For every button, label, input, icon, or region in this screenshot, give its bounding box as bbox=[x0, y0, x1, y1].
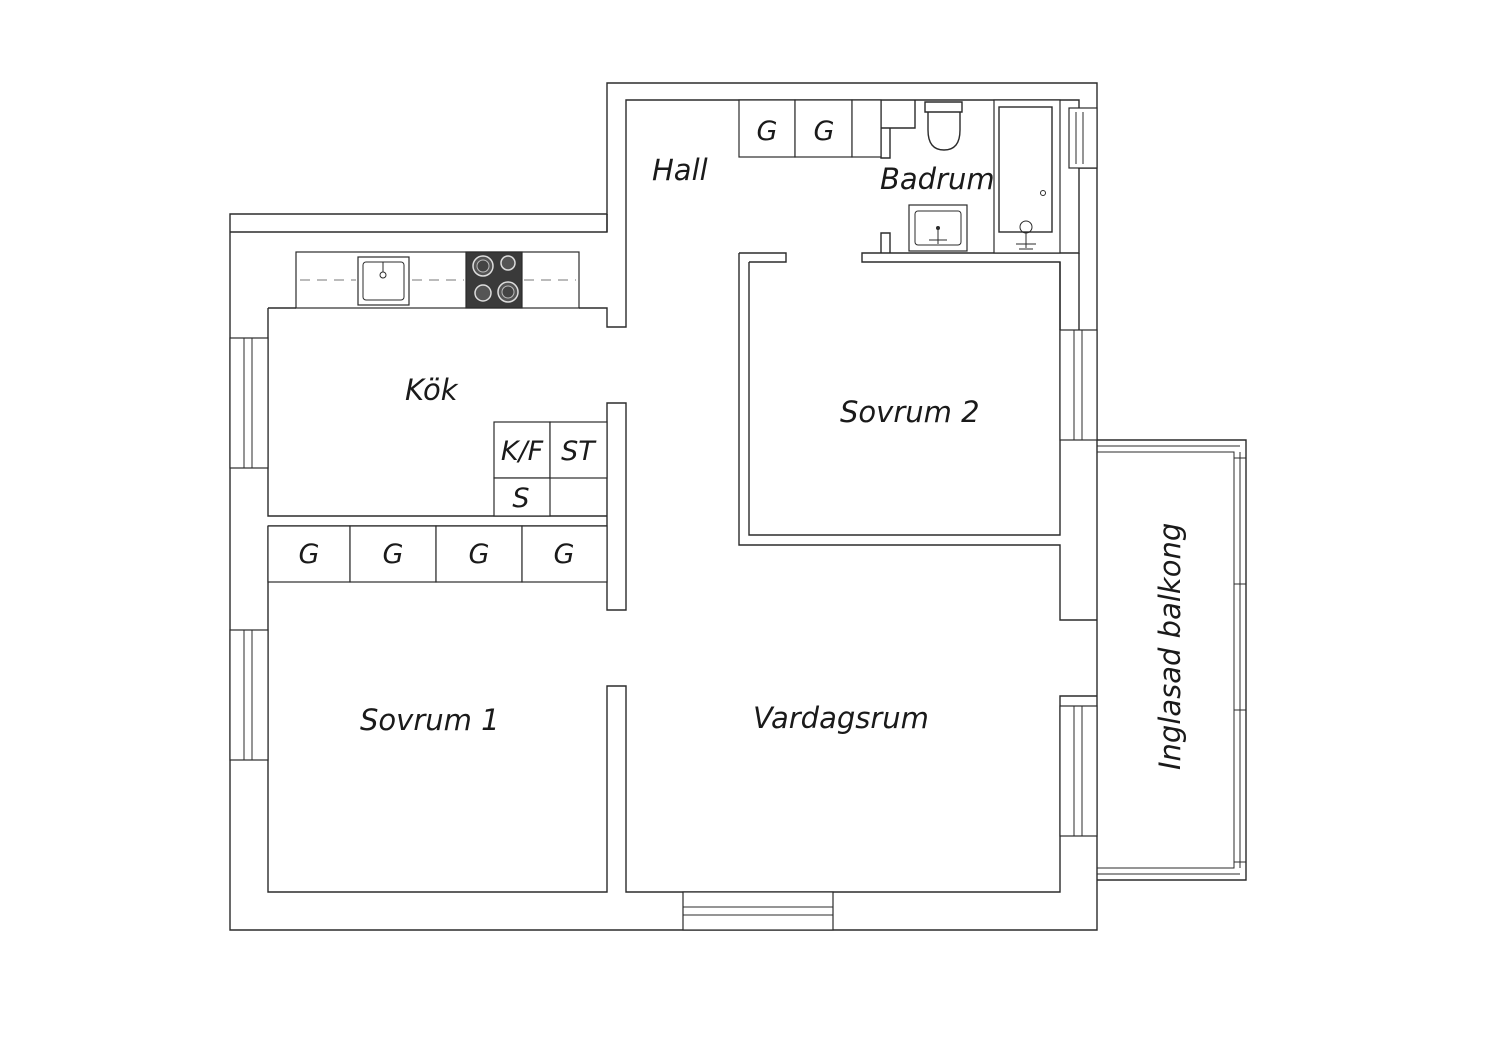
window-badrum bbox=[1068, 107, 1098, 169]
room-label-hall: Hall bbox=[652, 153, 708, 187]
cabinet-label-hall-g2: G bbox=[814, 116, 835, 147]
room-label-kok: Kök bbox=[405, 373, 459, 407]
kitchen-counter bbox=[295, 251, 580, 309]
room-label-sovrum2: Sovrum 2 bbox=[840, 395, 980, 429]
outer-wall bbox=[229, 82, 1098, 931]
room-label-sovrum1: Sovrum 1 bbox=[360, 703, 500, 737]
room-label-vardagsrum: Vardagsrum bbox=[753, 701, 929, 735]
cabinet-label-g2: G bbox=[383, 539, 404, 570]
washbasin-icon bbox=[908, 204, 968, 252]
hall-wardrobes bbox=[738, 99, 882, 158]
toilet-icon bbox=[924, 101, 963, 151]
window-kitchen bbox=[229, 337, 269, 469]
kitchen-corridor-wall bbox=[606, 402, 627, 611]
cabinet-label-st: ST bbox=[561, 436, 597, 467]
cabinet-label-s: S bbox=[512, 483, 529, 514]
kitchen-sink-icon bbox=[357, 256, 410, 306]
bathtub-icon bbox=[993, 99, 1061, 254]
wardrobe-row bbox=[267, 525, 608, 583]
cabinet-label-g1: G bbox=[299, 539, 320, 570]
window-sovrum1 bbox=[229, 629, 269, 761]
window-vardagsrum-bottom bbox=[682, 891, 834, 931]
cabinet-label-g4: G bbox=[554, 539, 575, 570]
room-label-balkong: Inglasad balkong bbox=[1153, 523, 1187, 770]
kitchen-top-wall bbox=[230, 214, 608, 233]
stove-icon bbox=[465, 251, 523, 309]
window-vardagsrum-right bbox=[1059, 705, 1098, 837]
balcony bbox=[1097, 439, 1247, 881]
sovrum2-right-wall bbox=[1059, 253, 1080, 330]
window-sovrum2 bbox=[1059, 329, 1098, 441]
kitchen-appliance-block bbox=[493, 421, 608, 517]
cabinet-label-hall-g1: G bbox=[757, 116, 778, 147]
room-label-badrum: Badrum bbox=[880, 162, 995, 196]
cabinet-label-g3: G bbox=[469, 539, 490, 570]
cabinet-label-kf: K/F bbox=[501, 436, 544, 467]
